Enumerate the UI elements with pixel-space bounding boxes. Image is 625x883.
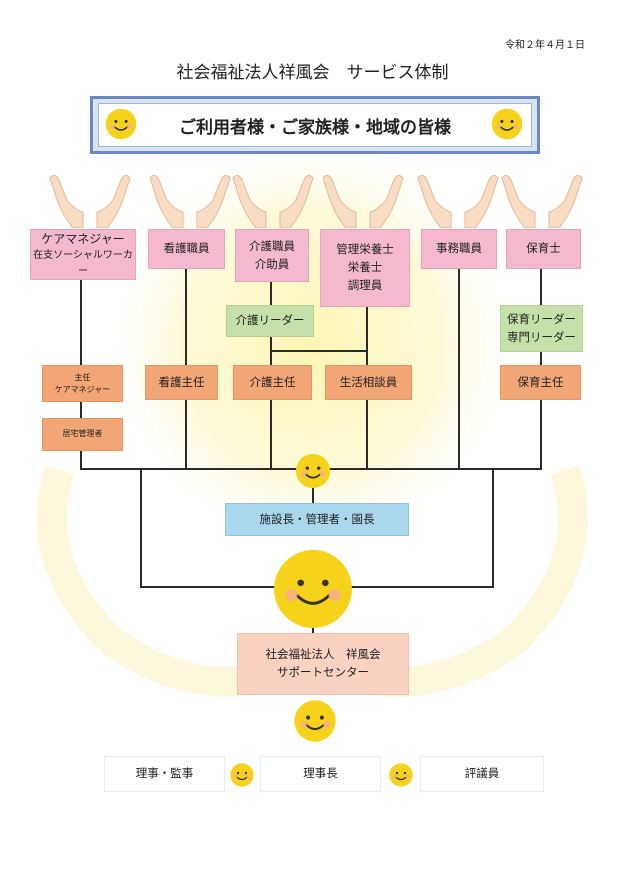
smiley-icon (230, 763, 254, 787)
support-center-box: 社会福祉法人 祥風会 サポートセンター (237, 633, 409, 695)
connector-line (458, 268, 460, 470)
chief-care-manager-label: ケアマネジャー (54, 384, 111, 394)
connector-line (140, 470, 142, 588)
nursery-chief-label: 保育主任 (517, 374, 564, 389)
raised-hands-icon (232, 174, 314, 228)
raised-hands-icon (149, 174, 231, 228)
connector-line (492, 470, 494, 588)
nursery-leader-box: 保育リーダー 専門リーダー (500, 305, 583, 352)
chairman-label: 理事長 (303, 766, 338, 781)
nurse-chief-box: 看護主任 (145, 365, 218, 400)
chairman-box: 理事長 (260, 756, 381, 792)
nursery-chief-box: 保育主任 (500, 365, 581, 400)
councilors-label: 評議員 (464, 766, 500, 781)
care-leader-box: 介護リーダー (226, 305, 314, 337)
page-title: 社会福祉法人祥風会 サービス体制 (176, 63, 449, 83)
councilors-box: 評議員 (420, 756, 544, 792)
care-chief-box: 介護主任 (233, 365, 312, 400)
directors-auditors-label: 理事・監事 (135, 766, 194, 781)
smiley-icon (389, 763, 413, 787)
raised-hands-icon (417, 174, 499, 228)
corporation-name-label: 社会福祉法人 祥風会 (265, 647, 381, 662)
life-consultant-label: 生活相談員 (339, 374, 398, 389)
nutrition-staff-box: 管理栄養士 栄養士 調理員 (320, 229, 410, 307)
connector-line (345, 586, 494, 588)
smiley-icon (105, 108, 137, 140)
director-box: 施設長・管理者・園長 (225, 503, 409, 536)
director-label: 施設長・管理者・園長 (259, 511, 375, 526)
home-manager-label: 居宅管理者 (62, 429, 103, 439)
cook-label: 調理員 (347, 277, 383, 292)
chief-care-manager-box: 主任 ケアマネジャー (42, 365, 123, 402)
office-staff-label: 事務職員 (436, 241, 482, 256)
nurse-staff-label: 看護職員 (163, 241, 210, 256)
social-worker-label: 在支ソーシャルワーカー (33, 250, 133, 277)
raised-hands-icon (49, 174, 131, 228)
chief-label: 主任 (74, 373, 91, 383)
date-label: 令和２年４月１日 (505, 40, 585, 51)
smiley-icon (491, 108, 523, 140)
care-manager-box: ケアマネジャー 在支ソーシャルワーカー (30, 229, 136, 280)
banner-inner (98, 103, 532, 147)
nurse-chief-label: 看護主任 (158, 374, 205, 389)
care-leader-label: 介護リーダー (235, 313, 305, 328)
care-manager-label: ケアマネジャー (41, 231, 125, 246)
care-chief-label: 介護主任 (249, 374, 296, 389)
directors-auditors-box: 理事・監事 (104, 756, 225, 792)
life-consultant-box: 生活相談員 (325, 365, 412, 400)
home-manager-box: 居宅管理者 (42, 418, 123, 451)
specialist-leader-label: 専門リーダー (507, 329, 576, 344)
connector-line (270, 350, 368, 352)
raised-hands-icon (322, 174, 404, 228)
dietitian-manager-label: 管理栄養士 (336, 242, 394, 257)
dietitian-label: 栄養士 (347, 260, 383, 275)
office-staff-box: 事務職員 (421, 229, 497, 269)
care-worker-label: 介護職員 (249, 238, 295, 253)
smiley-icon (294, 700, 336, 742)
smiley-icon (295, 453, 331, 489)
nursery-staff-label: 保育士 (526, 241, 561, 256)
smiley-icon (274, 550, 352, 628)
nursery-leader-label: 保育リーダー (507, 311, 576, 326)
support-center-label: サポートセンター (277, 665, 369, 679)
nursery-staff-box: 保育士 (506, 229, 581, 269)
care-worker-box: 介護職員 介助員 (235, 229, 309, 282)
nurse-staff-box: 看護職員 (148, 229, 225, 269)
connector-line (140, 586, 280, 588)
banner-text: ご利用者様・ご家族様・地域の皆様 (179, 118, 451, 138)
raised-hands-icon (501, 174, 583, 228)
assistant-label: 介助員 (254, 256, 290, 271)
